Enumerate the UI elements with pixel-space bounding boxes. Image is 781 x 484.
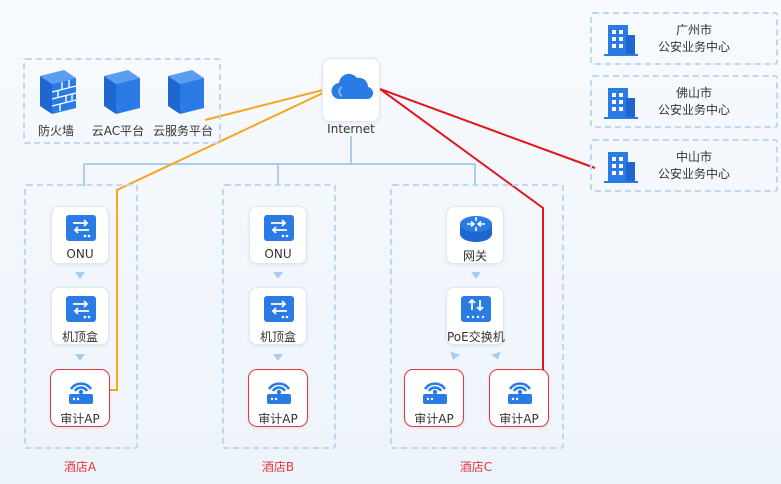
flow-arrow-icon <box>273 272 283 279</box>
firewall-service: 防火墙 <box>32 68 92 140</box>
wifi-ap-icon <box>508 382 532 404</box>
audit-ap-device: 审计AP <box>50 369 110 427</box>
device-label: ONU <box>66 247 94 261</box>
set-top-box-device: 机顶盒 <box>249 287 307 345</box>
link-internet-hotel-c-ap <box>379 88 544 371</box>
city-dept: 公安业务中心 <box>657 40 730 54</box>
link-internet-zhongshan <box>379 88 596 169</box>
building-icon <box>604 88 638 119</box>
wifi-ap-icon <box>69 382 93 404</box>
flow-arrow-icon <box>273 354 283 361</box>
onu-icon <box>66 215 96 241</box>
hotel-a-box <box>24 184 138 449</box>
gateway-device: 网关 <box>446 206 504 264</box>
device-label: ONU <box>264 247 292 261</box>
device-label: 审计AP <box>258 412 298 426</box>
set-top-box-icon <box>264 296 294 322</box>
building-icon <box>604 152 638 183</box>
hotel-b-box <box>222 184 336 449</box>
device-label: PoE交换机 <box>447 330 505 344</box>
city-guangzhou: 广州市 公安业务中心 <box>604 20 764 60</box>
router-icon <box>460 216 492 242</box>
city-dept: 公安业务中心 <box>657 103 730 117</box>
flow-arrow-icon <box>75 354 85 361</box>
switch-icon <box>461 296 491 322</box>
device-label: 审计AP <box>414 412 454 426</box>
hotel-name: 酒店C <box>459 460 493 474</box>
city-dept: 公安业务中心 <box>657 167 730 181</box>
device-label: 审计AP <box>60 412 100 426</box>
device-label: 审计AP <box>499 412 539 426</box>
onu-device: ONU <box>249 206 307 264</box>
server-icon <box>104 70 140 114</box>
onu-icon <box>264 215 294 241</box>
set-top-box-icon <box>66 296 96 322</box>
onu-device: ONU <box>51 206 109 264</box>
hotel-name: 酒店B <box>261 460 295 474</box>
poe-switch-device: PoE交换机 <box>446 287 505 345</box>
city-name: 广州市 <box>675 23 712 37</box>
flow-arrow-icon <box>75 272 85 279</box>
internet-node <box>322 58 380 122</box>
city-box-guangzhou <box>590 12 778 65</box>
cloud-ac-service: 云AC平台 <box>92 68 152 140</box>
server-icon <box>168 70 204 114</box>
set-top-box-device: 机顶盒 <box>51 287 109 345</box>
cloud-icon <box>331 73 374 100</box>
services-group <box>23 58 221 144</box>
link-internet-cloud-platform <box>204 89 324 121</box>
city-name: 佛山市 <box>675 86 712 100</box>
device-label: 机顶盒 <box>61 330 98 344</box>
internet-label: Internet <box>327 122 375 136</box>
city-zhongshan: 中山市 公安业务中心 <box>604 147 764 187</box>
service-label: 防火墙 <box>37 124 74 138</box>
service-label: 云AC平台 <box>91 124 145 138</box>
firewall-icon <box>40 70 77 114</box>
city-box-zhongshan <box>590 139 778 192</box>
city-box-foshan <box>590 75 778 128</box>
hotel-name: 酒店A <box>63 460 97 474</box>
cloud-service-platform: 云服务平台 <box>152 68 218 140</box>
audit-ap-device: 审计AP <box>404 369 464 427</box>
flow-arrow-icon <box>471 272 481 279</box>
audit-ap-device: 审计AP <box>489 369 549 427</box>
device-label: 机顶盒 <box>259 330 296 344</box>
wifi-ap-icon <box>423 382 447 404</box>
city-foshan: 佛山市 公安业务中心 <box>604 83 764 123</box>
service-label: 云服务平台 <box>152 124 213 138</box>
city-name: 中山市 <box>675 150 712 164</box>
internet-distribution-lines <box>83 136 476 186</box>
hotel-c-box <box>390 184 564 449</box>
device-label: 网关 <box>462 249 487 263</box>
audit-ap-device: 审计AP <box>248 369 308 427</box>
wifi-ap-icon <box>267 382 291 404</box>
building-icon <box>604 25 638 56</box>
